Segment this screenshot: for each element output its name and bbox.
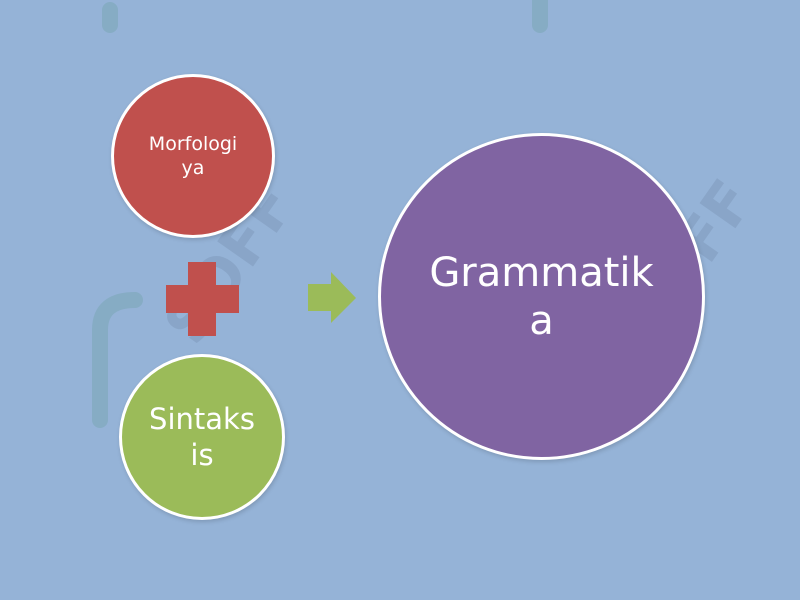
plus-icon — [166, 262, 239, 336]
grammatika-label: Grammatik a — [429, 249, 654, 344]
sintaksis-label: Sintaks is — [149, 402, 255, 472]
grammatika-circle: Grammatik a — [378, 133, 705, 460]
arrow-right-icon — [308, 272, 356, 323]
morfologiya-circle: Morfologi ya — [111, 74, 275, 238]
sintaksis-circle: Sintaks is — [119, 354, 285, 520]
morfologiya-label: Morfologi ya — [148, 133, 238, 179]
